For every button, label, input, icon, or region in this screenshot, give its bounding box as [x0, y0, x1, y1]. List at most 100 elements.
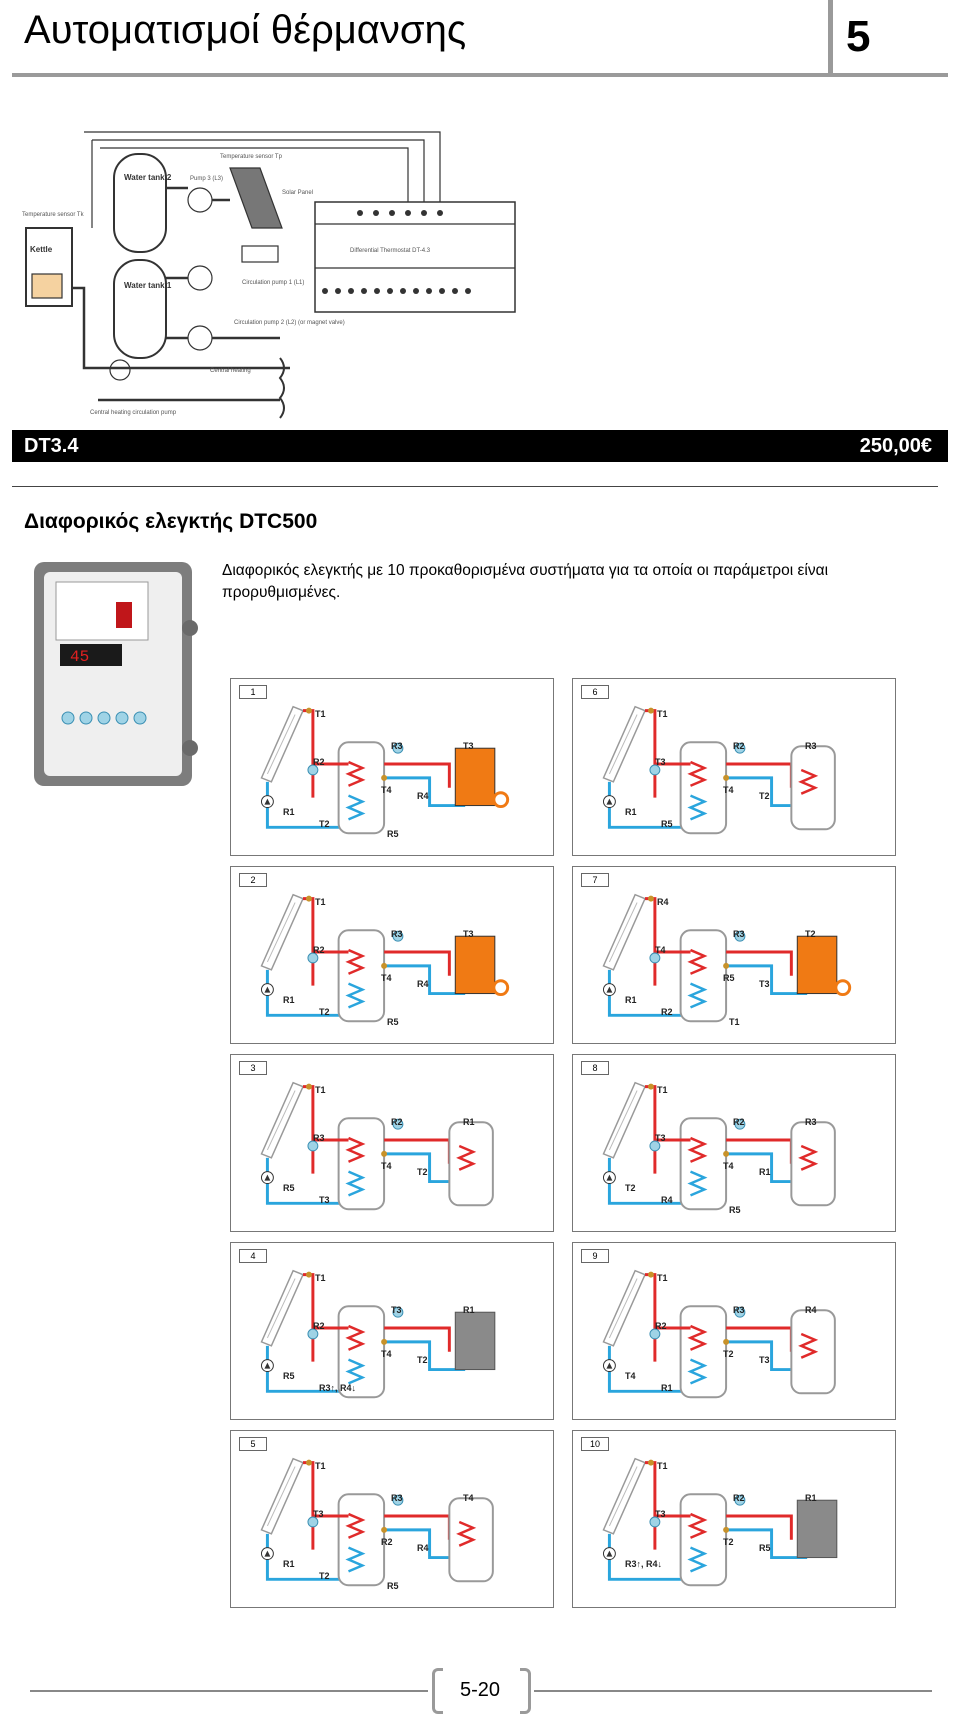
scheme-label: R5: [723, 973, 735, 983]
scheme-diagram: [602, 1081, 836, 1211]
scheme-number: 3: [239, 1061, 267, 1075]
scheme-label: T3: [463, 929, 474, 939]
scheme-label: R1: [625, 995, 637, 1005]
separator-rule: [12, 486, 938, 487]
tank2-label: Water tank 2: [124, 173, 172, 182]
header-rule: [12, 73, 948, 77]
scheme-label: R5: [759, 1543, 771, 1553]
scheme-label: R2: [661, 1007, 673, 1017]
scheme-label: T4: [723, 1161, 734, 1171]
scheme-number: 2: [239, 873, 267, 887]
footer-rule-right: [534, 1690, 932, 1692]
scheme-label: R3: [733, 1305, 745, 1315]
solar-label: Solar Panel: [282, 190, 313, 196]
scheme-label: R4: [805, 1305, 817, 1315]
scheme-label: T3: [463, 741, 474, 751]
scheme-label: R2: [655, 1321, 667, 1331]
scheme-label: R5: [283, 1183, 295, 1193]
scheme-label: T3: [313, 1509, 324, 1519]
scheme-label: R3: [391, 929, 403, 939]
thermostat-label: Differential Thermostat DT-4.3: [350, 248, 431, 254]
scheme-label: R3: [313, 1133, 325, 1143]
scheme-label: R3: [805, 1117, 817, 1127]
scheme-label: T4: [463, 1493, 474, 1503]
scheme-label: R5: [729, 1205, 741, 1215]
product-price: 250,00€: [859, 435, 932, 457]
scheme-label: R3↑, R4↓: [319, 1383, 357, 1393]
scheme-label: T1: [657, 1273, 668, 1283]
page-bracket-left: [432, 1668, 443, 1714]
scheme-diagram: [602, 705, 836, 835]
product-price-bar: DT3.4 250,00€: [12, 430, 948, 462]
scheme-label: R2: [313, 945, 325, 955]
kettle-label: Kettle: [30, 245, 53, 254]
scheme-label: R5: [387, 829, 399, 839]
scheme-label: R1: [661, 1383, 673, 1393]
scheme-label: R3: [805, 741, 817, 751]
scheme-label: R4: [417, 1543, 429, 1553]
sensor-tp-label: Temperature sensor Tp: [220, 154, 283, 160]
scheme-label: R1: [283, 995, 295, 1005]
scheme-label: R2: [733, 1117, 745, 1127]
scheme-diagram: [260, 1081, 494, 1211]
scheme-label: R1: [625, 807, 637, 817]
scheme-number: 9: [581, 1249, 609, 1263]
scheme-number: 8: [581, 1061, 609, 1075]
scheme-label: T2: [417, 1355, 428, 1365]
scheme-label: T1: [657, 709, 668, 719]
scheme-label: R3: [733, 929, 745, 939]
sensor-tk-label: Temperature sensor Tk: [22, 212, 85, 218]
circ2-label: Circulation pump 2 (L2) (or magnet valve…: [234, 320, 345, 326]
scheme-label: R3: [391, 1493, 403, 1503]
scheme-label: T1: [657, 1461, 668, 1471]
scheme-label: T2: [759, 791, 770, 801]
scheme-label: T1: [657, 1085, 668, 1095]
scheme-label: R5: [661, 819, 673, 829]
scheme-diagram: [260, 705, 510, 835]
scheme-label: T3: [655, 1133, 666, 1143]
scheme-label: R3↑, R4↓: [625, 1559, 663, 1569]
scheme-label: T2: [625, 1183, 636, 1193]
product-description: Διαφορικός ελεγκτής με 10 προκαθορισμένα…: [222, 562, 829, 601]
tank1-label: Water tank 1: [124, 281, 172, 290]
scheme-label: T2: [417, 1167, 428, 1177]
scheme-label: R5: [387, 1581, 399, 1591]
scheme-label: R4: [417, 791, 429, 801]
scheme-label: T4: [381, 1349, 392, 1359]
scheme-label: T2: [805, 929, 816, 939]
scheme-diagram: [602, 893, 852, 1023]
scheme-label: R4: [417, 979, 429, 989]
scheme-label: T2: [319, 1007, 330, 1017]
scheme-label: R4: [657, 897, 669, 907]
scheme-label: R5: [283, 1371, 295, 1381]
scheme-label: R2: [733, 1493, 745, 1503]
scheme-label: T3: [319, 1195, 330, 1205]
scheme-label: T3: [759, 979, 770, 989]
scheme-label: R4: [661, 1195, 673, 1205]
central-pump-label: Central heating circulation pump: [90, 410, 177, 416]
pump3-label: Pump 3 (L3): [190, 176, 223, 182]
scheme-label: R5: [387, 1017, 399, 1027]
scheme-label: T1: [729, 1017, 740, 1027]
scheme-label: R1: [759, 1167, 771, 1177]
page-title: Αυτοματισμοί θέρμανσης: [24, 8, 467, 52]
scheme-label: T1: [315, 709, 326, 719]
scheme-number: 4: [239, 1249, 267, 1263]
scheme-diagram: [260, 1269, 496, 1399]
scheme-label: R1: [463, 1117, 475, 1127]
circ1-label: Circulation pump 1 (L1): [242, 280, 304, 286]
wiring-diagram: Water tank 2 Water tank 1 Kettle Tempera…: [22, 131, 516, 419]
scheme-number: 7: [581, 873, 609, 887]
scheme-label: T1: [315, 897, 326, 907]
scheme-label: T4: [655, 945, 666, 955]
scheme-label: R2: [391, 1117, 403, 1127]
scheme-number: 1: [239, 685, 267, 699]
scheme-diagram: [602, 1457, 838, 1587]
scheme-diagram: [260, 1457, 494, 1587]
header-divider-vertical: [828, 0, 833, 74]
